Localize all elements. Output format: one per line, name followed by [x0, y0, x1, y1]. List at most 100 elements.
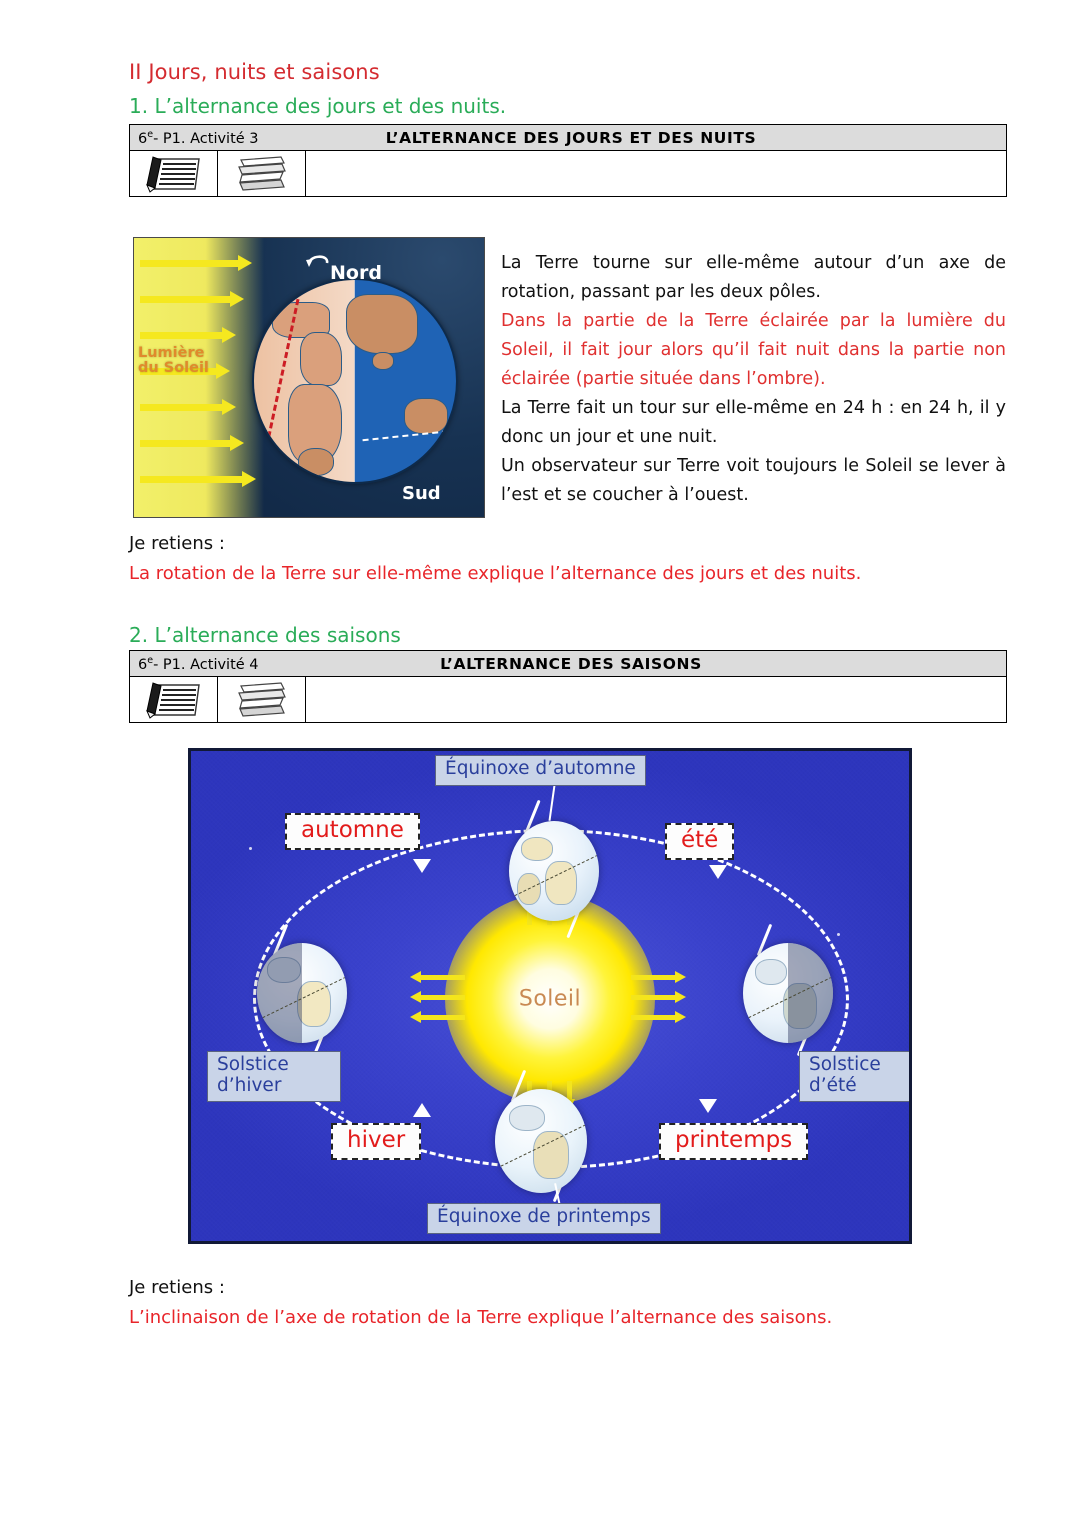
activity-icon-cell-write — [130, 677, 218, 722]
earth-globe — [252, 278, 458, 484]
pointer-automne — [413, 859, 431, 873]
activity-code-prefix: 6 — [138, 130, 148, 147]
sun-ray-right — [631, 991, 686, 1003]
earth-globe-summer-solstice — [743, 943, 833, 1043]
activity-table-4: 6e- P1. Activité 4 L’ALTERNANCE DES SAIS… — [129, 650, 1007, 723]
shadow-hemisphere — [788, 943, 833, 1043]
continent-shape — [517, 873, 541, 905]
caption-solstice-hiver-line2: d’hiver — [217, 1074, 282, 1096]
activity-body-row — [130, 677, 1006, 722]
activity-body-row — [130, 151, 1006, 196]
earth-day-night-figure: Lumière du Soleil Nord Sud — [133, 237, 485, 518]
je-retiens-text-2: L’inclinaison de l’axe de rotation de la… — [129, 1307, 833, 1328]
sunlight-label: Lumière du Soleil — [138, 345, 209, 377]
continent-shape — [297, 981, 331, 1027]
star-speck — [249, 847, 252, 850]
sun-ray-left — [410, 1011, 465, 1023]
north-pole-label: Nord — [330, 262, 382, 284]
paragraph-line-2-red: Dans la partie de la Terre éclairée par … — [501, 311, 1006, 389]
activity-code-prefix: 6 — [138, 656, 148, 673]
activity-title: L’ALTERNANCE DES JOURS ET DES NUITS — [385, 128, 757, 147]
section-heading-2: 2. L’alternance des saisons — [129, 623, 401, 647]
caption-solstice-ete-line2: d’été — [809, 1074, 857, 1096]
sunlight-label-line1: Lumière — [138, 345, 205, 361]
sunlight-ray — [140, 363, 230, 379]
sun-ray-left — [410, 971, 465, 983]
sunlight-ray — [140, 471, 256, 487]
sunlight-label-line2: du Soleil — [138, 360, 209, 377]
continent-shape — [783, 983, 817, 1029]
earth-globe-winter-solstice — [257, 943, 347, 1043]
continent-shape — [509, 1105, 545, 1131]
continent-shape — [755, 959, 787, 985]
page-title: II Jours, nuits et saisons — [129, 60, 380, 84]
south-pole-label: Sud — [402, 483, 441, 504]
caption-solstice-ete-line1: Solstice — [809, 1054, 881, 1075]
je-retiens-label-1: Je retiens : — [129, 533, 225, 554]
pointer-ete — [709, 865, 727, 879]
book-stack-icon — [237, 681, 286, 717]
continent-shape — [521, 837, 553, 861]
activity-code-sup: e — [147, 128, 154, 140]
caption-hiver: hiver — [331, 1123, 422, 1161]
paragraph-line-4: Un observateur sur Terre voit toujours l… — [501, 456, 1006, 505]
seasons-orbit-figure: Soleil Équinoxe d’automne — [188, 748, 912, 1244]
sunlight-ray — [140, 327, 236, 343]
activity-title: L’ALTERNANCE DES SAISONS — [440, 654, 702, 673]
rotation-arrow-icon — [306, 255, 329, 267]
sun-ray-right — [631, 1011, 686, 1023]
continent-shape — [372, 352, 394, 370]
caption-ete: été — [665, 823, 735, 861]
caption-solstice-hiver-line1: Solstice — [217, 1054, 289, 1075]
caption-solstice-ete: Solstice d’été — [799, 1051, 909, 1103]
caption-automne: automne — [285, 813, 420, 851]
continent-shape — [300, 332, 342, 386]
activity-icon-cell-read — [218, 151, 306, 196]
sun-glow — [445, 894, 655, 1104]
activity-code: 6e- P1. Activité 3 — [130, 129, 316, 147]
je-retiens-text-1: La rotation de la Terre sur elle-même ex… — [129, 563, 862, 584]
activity-blank-cell — [306, 151, 1006, 196]
shadow-hemisphere — [257, 943, 302, 1043]
activity-blank-cell — [306, 677, 1006, 722]
sun-label: Soleil — [518, 986, 582, 1012]
activity-icon-cell-write — [130, 151, 218, 196]
paragraph-line-3: La Terre fait un tour sur elle-même en 2… — [501, 398, 1006, 447]
sun-ray-left — [410, 991, 465, 1003]
book-stack-icon — [237, 155, 286, 191]
activity-code-suffix: - P1. Activité 3 — [153, 130, 259, 147]
sun-ray-right — [631, 971, 686, 983]
pencil-notepad-icon — [145, 155, 200, 193]
je-retiens-label-2: Je retiens : — [129, 1277, 225, 1298]
activity-header-row: 6e- P1. Activité 3 L’ALTERNANCE DES JOUR… — [130, 125, 1006, 151]
section-heading-1: 1. L’alternance des jours et des nuits. — [129, 94, 507, 118]
pencil-notepad-icon — [145, 681, 200, 719]
caption-equinoxe-automne: Équinoxe d’automne — [435, 755, 646, 786]
activity-code-sup: e — [147, 654, 154, 666]
sunlight-ray — [140, 435, 244, 451]
continent-shape — [298, 448, 334, 476]
earth-globe-autumn-equinox — [509, 821, 599, 921]
activity-header-row: 6e- P1. Activité 4 L’ALTERNANCE DES SAIS… — [130, 651, 1006, 677]
continent-shape — [533, 1131, 569, 1179]
continent-shape — [267, 957, 301, 983]
sunlight-band — [134, 238, 264, 517]
activity-icon-cell-read — [218, 677, 306, 722]
earth-globe-spring-equinox — [495, 1089, 587, 1193]
activity-table-3: 6e- P1. Activité 3 L’ALTERNANCE DES JOUR… — [129, 124, 1007, 197]
continent-shape — [346, 294, 418, 354]
continent-shape — [404, 398, 448, 434]
activity-code-suffix: - P1. Activité 4 — [153, 656, 259, 673]
caption-printemps: printemps — [659, 1123, 809, 1161]
caption-solstice-hiver: Solstice d’hiver — [207, 1051, 341, 1103]
lesson-paragraph: La Terre tourne sur elle-même autour d’u… — [501, 249, 1006, 510]
caption-equinoxe-printemps: Équinoxe de printemps — [427, 1203, 661, 1234]
star-speck — [837, 933, 840, 936]
pointer-printemps — [699, 1099, 717, 1113]
pointer-hiver — [413, 1103, 431, 1117]
sunlight-ray — [140, 399, 236, 415]
activity-code: 6e- P1. Activité 4 — [130, 655, 316, 673]
sunlight-ray — [140, 255, 252, 271]
sunlight-ray — [140, 291, 244, 307]
